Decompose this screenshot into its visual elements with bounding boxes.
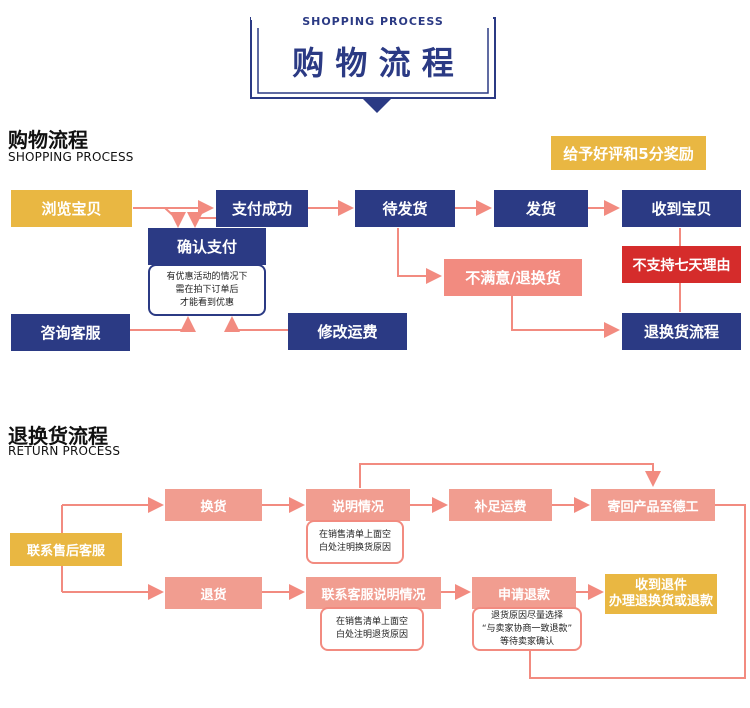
confirm-pay-note: 有优惠活动的情况下 需在拍下订单后 才能看到优惠	[148, 264, 266, 316]
ship-box: 发货	[494, 190, 588, 227]
refund-box: 退货	[165, 577, 262, 609]
confirm-pay-box: 确认支付	[148, 228, 266, 265]
contact-explain-box: 联系客服说明情况	[306, 577, 441, 609]
explain-box: 说明情况	[306, 489, 410, 521]
header-title: 购 物 流 程	[292, 44, 454, 82]
header-subtitle: SHOPPING PROCESS	[253, 15, 493, 28]
pay-success-box: 支付成功	[216, 190, 308, 227]
apply-refund-box: 申请退款	[472, 577, 576, 609]
exchange-box: 换货	[165, 489, 262, 521]
apply-refund-note: 退货原因尽量选择 “与卖家协商一致退款” 等待卖家确认	[472, 607, 582, 651]
contact-after-sales-box: 联系售后客服	[10, 533, 122, 566]
consult-box: 咨询客服	[11, 314, 130, 351]
returns-section-subtitle: RETURN PROCESS	[8, 444, 121, 458]
shopping-section-subtitle: SHOPPING PROCESS	[8, 150, 134, 164]
return-flow-box: 退换货流程	[622, 313, 741, 350]
browse-box: 浏览宝贝	[11, 190, 132, 227]
await-ship-box: 待发货	[355, 190, 455, 227]
pay-freight-box: 补足运费	[449, 489, 552, 521]
contact-explain-note: 在销售清单上面空 白处注明退货原因	[320, 607, 424, 651]
received-box: 收到宝贝	[622, 190, 741, 227]
unsatisfied-box: 不满意/退换货	[444, 259, 582, 296]
reward-box: 给予好评和5分奖励	[551, 136, 706, 170]
send-back-box: 寄回产品至德工	[591, 489, 715, 521]
returns-section-title: 退换货流程	[8, 424, 108, 448]
receive-return-box: 收到退件 办理退换货或退款	[605, 574, 717, 614]
modify-freight-box: 修改运费	[288, 313, 407, 350]
explain-note: 在销售清单上面空 白处注明换货原因	[306, 520, 404, 564]
no-seven-day-box: 不支持七天理由	[622, 246, 741, 283]
shopping-section-title: 购物流程	[8, 128, 88, 152]
